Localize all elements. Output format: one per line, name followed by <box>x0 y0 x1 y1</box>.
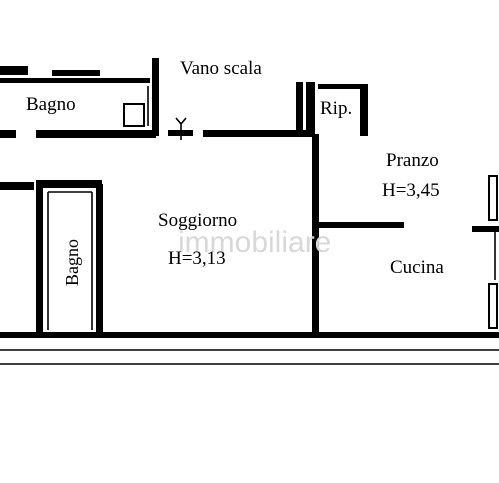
label-pranzo: Pranzo <box>386 150 439 171</box>
label-soggiorno: Soggiorno <box>158 210 237 231</box>
bathroom-top-walls <box>0 58 159 138</box>
label-cucina: Cucina <box>390 257 444 278</box>
label-bagno-left: Bagno <box>62 239 82 286</box>
watermark-text: immobiliare <box>178 226 331 259</box>
label-soggiorno-height: H=3,13 <box>168 248 226 269</box>
label-bagno-top: Bagno <box>26 94 76 115</box>
bottom-wall <box>0 332 499 365</box>
stair-landing <box>168 117 313 140</box>
label-vano-scala: Vano scala <box>180 58 262 79</box>
bathroom-left-walls <box>0 180 103 334</box>
label-pranzo-height: H=3,45 <box>382 180 440 201</box>
label-ripostiglio: Rip. <box>320 98 352 119</box>
right-rooms-walls <box>296 82 499 334</box>
